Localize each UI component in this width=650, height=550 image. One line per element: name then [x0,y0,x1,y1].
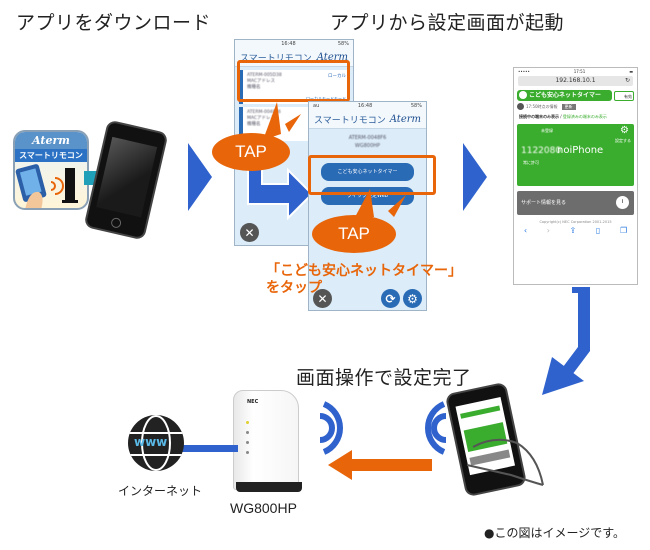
led-icon [246,451,249,454]
device-panel[interactable]: 未登録 ⚙ 設定する 1122080 noiPhone 常に許可 [517,124,634,186]
refresh-button[interactable]: ⟳ [381,289,400,308]
reload-icon: ↻ [624,77,630,84]
orange-left-arrow-icon [328,450,432,480]
bubble-pointer-icon [263,102,301,140]
tap-bubble: TAP [312,215,396,253]
heading-launch: アプリから設定画面が起動 [330,12,565,34]
globe-text: www [134,435,168,449]
internet-label: インターネット [118,484,203,498]
clock-icon [517,103,524,110]
forward-icon[interactable]: › [546,226,550,235]
bubble-pointer-icon [354,189,406,219]
device-card[interactable]: ATERM-005D38 MACアドレス 機種名 ローカル ローカルモードモード [239,70,349,104]
status-bar: •••••17:51▬ [518,69,633,74]
settings-button[interactable]: ⚙ [403,289,422,308]
app-title: スマートリモコン [240,54,312,64]
app-header: スマートリモコン Aterm [309,111,426,129]
browser-screen: •••••17:51▬ 192.168.10.1 ↻ こども安心ネットタイマー … [513,67,638,285]
aterm-logo: Aterm [316,52,348,63]
app-icon-name: スマートリモコン [15,149,87,162]
smartphone-blank [83,119,169,241]
footnote: ●この図はイメージです。 [484,526,626,540]
hand-phone-icon [15,164,78,208]
chevron-right-icon [463,143,487,211]
aterm-logo: Aterm [389,114,421,125]
kids-timer-button[interactable]: こども安心ネットタイマー [321,163,414,181]
led-icon [246,431,249,434]
router-device: NEC [233,390,299,490]
kids-timer-banner: こども安心ネットタイマー [517,90,612,101]
device-name: noiPhone [557,145,604,156]
enable-toggle[interactable]: 有効 [614,90,634,101]
close-button[interactable]: ✕ [240,223,259,242]
refresh-button[interactable]: 更新 [561,103,576,110]
close-button[interactable]: ✕ [313,289,332,308]
browser-toolbar: ‹ › ⇪ ▯ ❐ [514,226,637,235]
led-icon [246,441,249,444]
wifi-signal-icon [319,401,343,455]
info-icon: i [616,196,629,209]
app-title: スマートリモコン [314,116,386,126]
highlight-frame [237,60,350,102]
tabs-icon[interactable]: ❐ [619,226,628,235]
device-id: ATERM-0048F6 [348,135,387,141]
router-stand [236,482,302,492]
down-left-arrow-icon [542,287,590,395]
bookmarks-icon[interactable]: ▯ [595,226,601,235]
highlight-frame [308,155,436,195]
permission-label: 常に許可 [523,160,539,165]
router-model: WG800HP [230,500,297,516]
unregistered-label: 未登録 [541,128,553,133]
url-bar[interactable]: 192.168.10.1 ↻ [518,76,633,86]
app-icon-brand: Aterm [15,132,87,149]
filter-registered-link[interactable]: 登録済みの端末のみ表示 [562,114,607,119]
internet-globe-icon: www [128,415,184,471]
connection-line [172,445,238,452]
instruction-text: 「こども安心ネットタイマー」 をタップ [266,263,462,296]
wifi-signal-icon [425,401,447,455]
gear-icon: ⚙ [620,125,629,136]
led-icon [246,421,249,424]
chevron-right-icon [188,143,212,211]
share-icon[interactable]: ⇪ [569,226,577,235]
tap-bubble: TAP [212,133,290,171]
settings-label: 設定する [615,138,631,143]
heading-download: アプリをダウンロード [16,12,212,34]
heading-complete: 画面操作で設定完了 [296,367,472,389]
filter-active-link[interactable]: 接続中の端末のみ表示 [519,114,559,119]
router-brand: NEC [247,399,259,405]
app-icon: Aterm スマートリモコン [13,130,89,210]
support-button[interactable]: サポート情報を見る i [517,191,634,215]
device-model: WG800HP [354,143,381,149]
hand-holding-phone [444,381,544,500]
copyright: Copyright(c) NEC Corporation 2001-2015 [539,220,612,224]
back-icon[interactable]: ‹ [523,226,528,235]
bent-arrow-icon [247,160,314,220]
